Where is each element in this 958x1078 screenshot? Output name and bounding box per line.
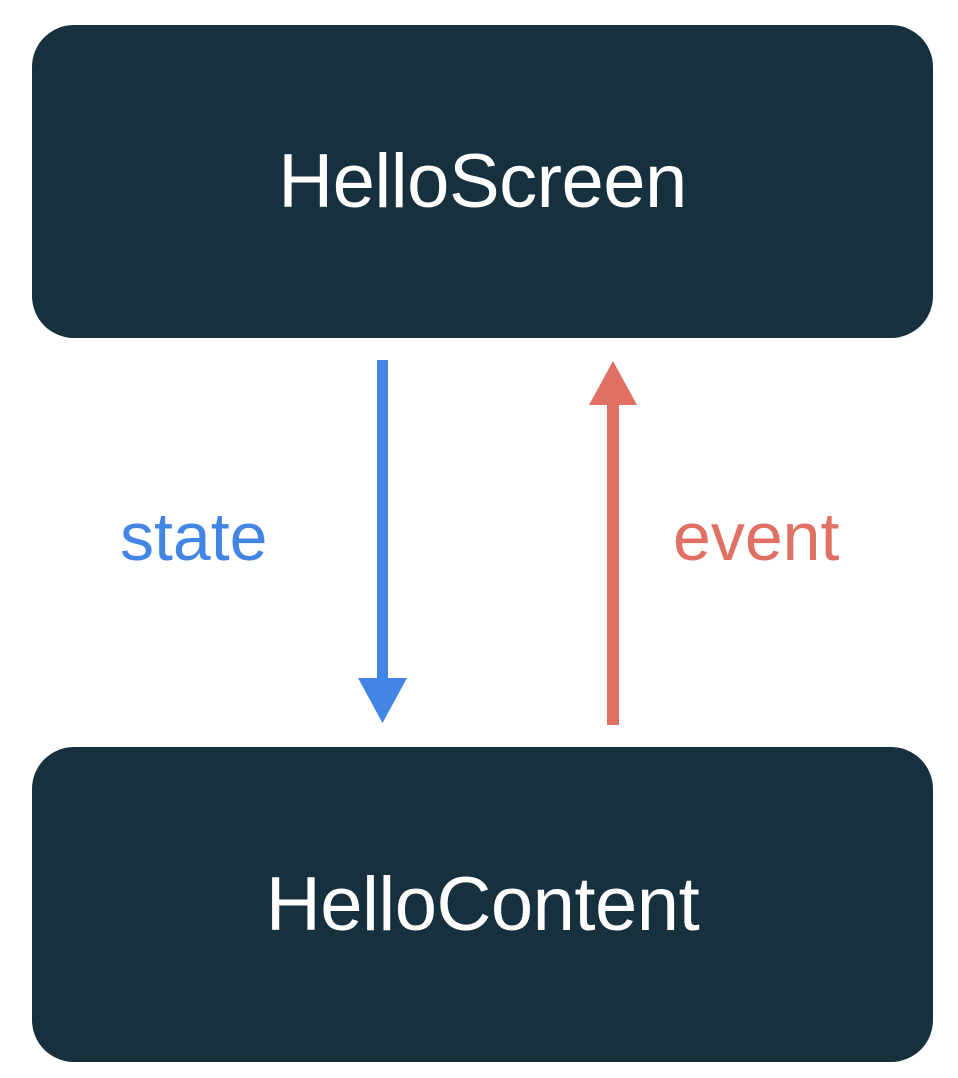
- arrow-event-shaft: [607, 403, 619, 725]
- arrow-state: [358, 360, 407, 723]
- node-hello-content-label: HelloContent: [265, 861, 700, 947]
- edge-label-state: state: [120, 499, 268, 575]
- node-hello-screen-label: HelloScreen: [278, 138, 687, 224]
- arrow-state-shaft: [377, 360, 388, 680]
- node-hello-content[interactable]: HelloContent: [32, 747, 933, 1062]
- node-hello-screen[interactable]: HelloScreen: [32, 25, 933, 338]
- edge-label-event: event: [673, 499, 840, 575]
- arrow-state-head: [358, 678, 407, 723]
- arrow-event: [589, 361, 637, 725]
- arrow-event-head: [589, 361, 637, 405]
